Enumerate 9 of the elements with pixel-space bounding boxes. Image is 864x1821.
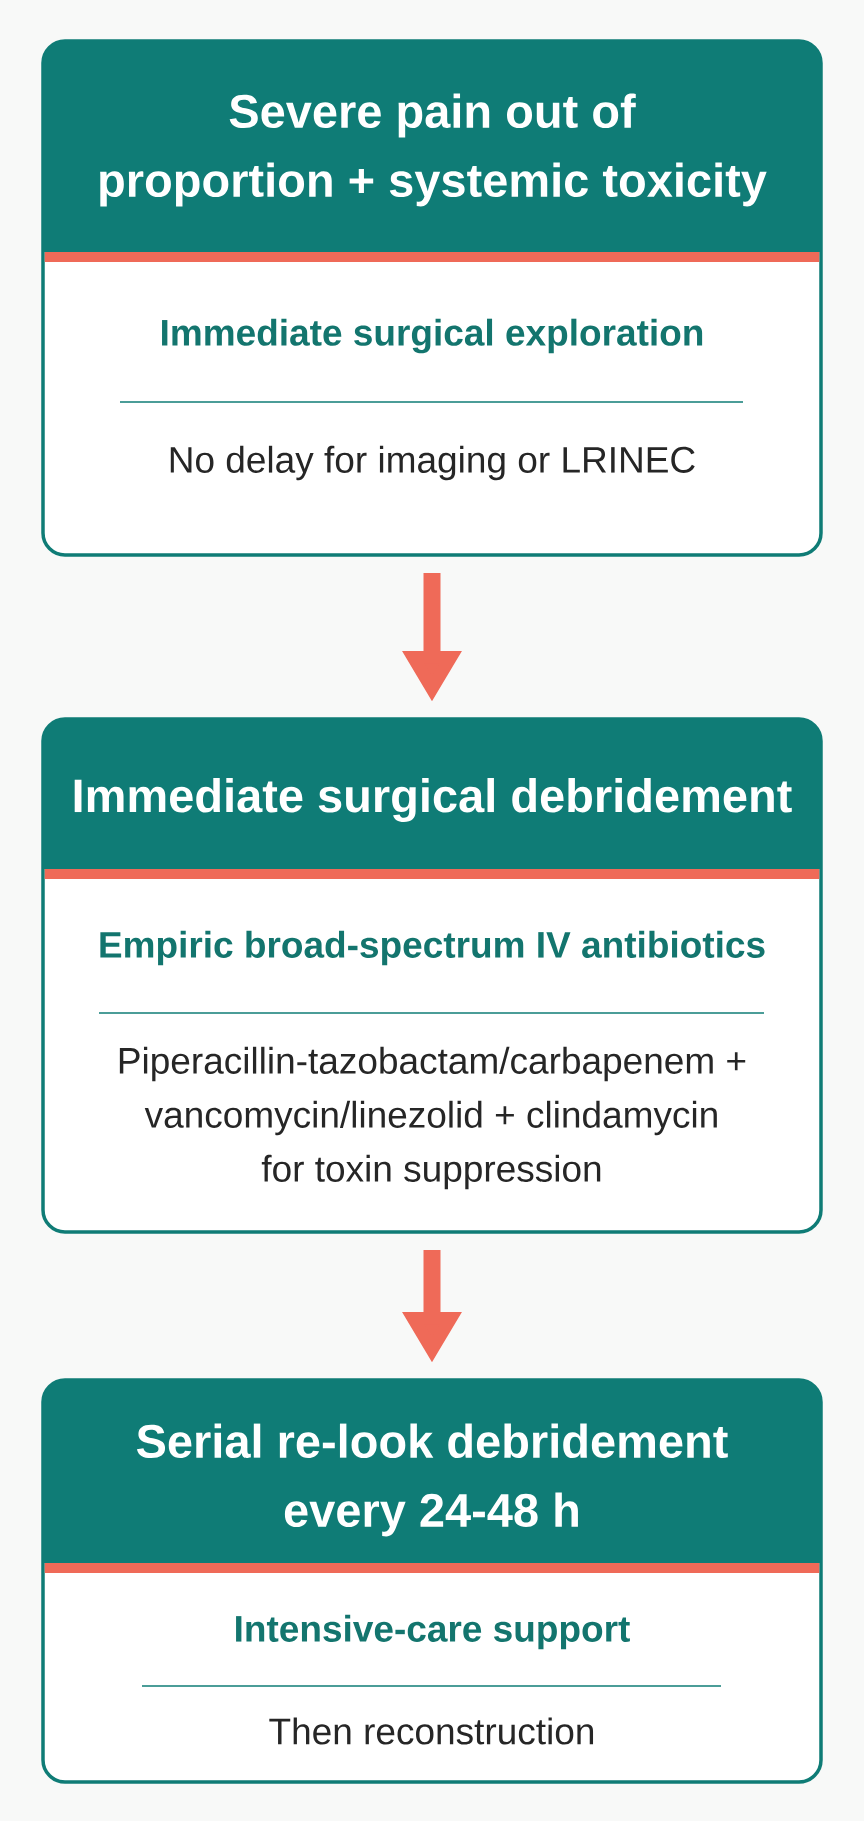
card-header: Immediate surgical debridement: [43, 719, 821, 869]
subheading: Intensive-care support: [236, 1614, 630, 1650]
card-header: Severe pain out of proportion + systemic toxicity: [43, 41, 821, 252]
subheading: Empiric broad-spectrum IV antibiotics: [100, 930, 765, 966]
subheading: Immediate surgical exploration: [162, 318, 703, 354]
body-text: No delay for imaging or LRINEC: [170, 445, 695, 481]
body-text: Then reconstruction: [269, 1717, 594, 1745]
card-header: Serial re-look debridement every 24-48 h: [43, 1380, 821, 1563]
body-text: Piperacillin-tazobactam/carbapenem + vancomycin/linezolid + clindamycin for toxin suppression: [119, 1046, 746, 1190]
